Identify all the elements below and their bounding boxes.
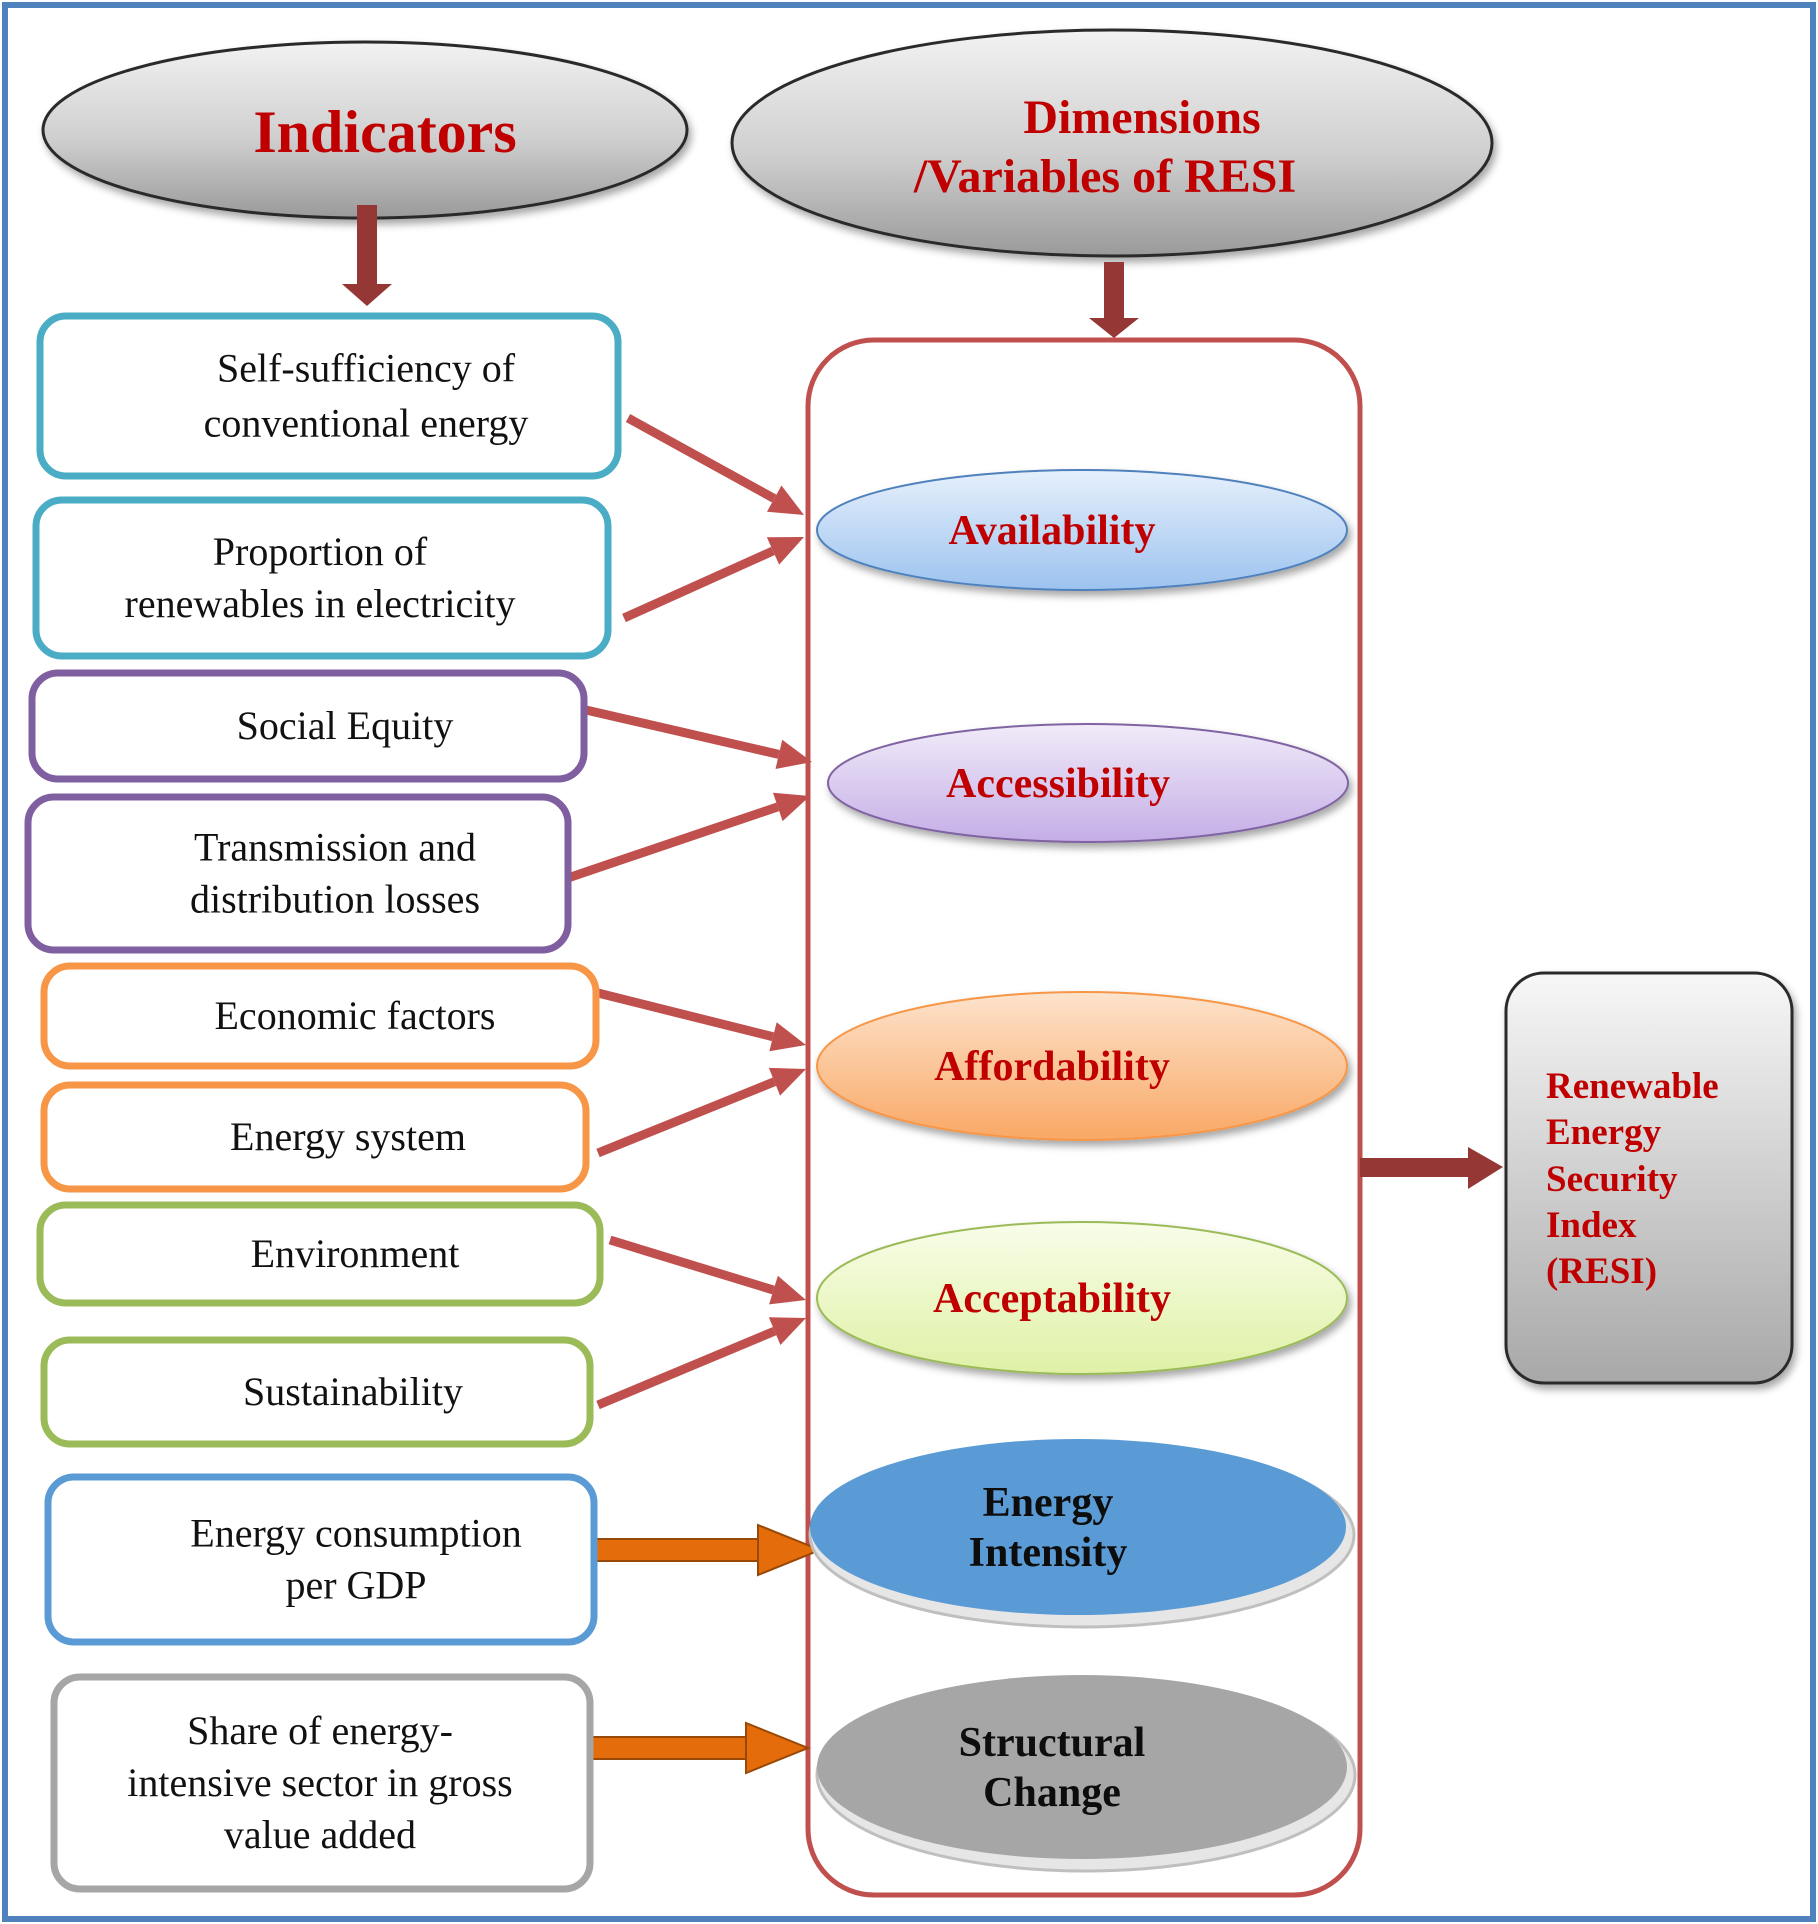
indicator-label: Share of energy- xyxy=(187,1708,453,1753)
indicator-box-frame xyxy=(44,1473,598,1646)
dimensions-container xyxy=(805,337,1363,1898)
dimension-oval: Affordability xyxy=(816,991,1348,1141)
indicator-label: Social Equity xyxy=(237,703,454,748)
dimension-label: Accessibility xyxy=(946,761,1170,807)
dimension-oval: Acceptability xyxy=(816,1221,1348,1375)
resi-line-4: Index xyxy=(1546,1205,1637,1246)
indicator-label: conventional energy xyxy=(204,401,529,446)
indicator-box: Transmission and distribution losses xyxy=(24,793,572,954)
indicators-header: Indicators xyxy=(41,40,689,220)
connector-arrow xyxy=(560,792,810,885)
indicator-label: Self-sufficiency of xyxy=(217,346,516,391)
indicator-label: Energy system xyxy=(230,1114,466,1159)
indicator-label: distribution losses xyxy=(190,877,480,922)
indicator-box: Energy system xyxy=(40,1081,590,1193)
dimension-label: Availability xyxy=(949,508,1156,554)
indicator-box: Self-sufficiency of conventional energy xyxy=(36,312,622,480)
indicator-box-frame xyxy=(36,312,622,480)
indicator-box: Sustainability xyxy=(40,1336,594,1448)
connector-arrow xyxy=(625,414,804,515)
indicator-box-frame xyxy=(36,1201,604,1307)
block-arrow xyxy=(587,1721,811,1775)
indicator-label: Energy consumption xyxy=(190,1511,521,1556)
connector-arrow xyxy=(596,1317,806,1410)
indicator-box-frame xyxy=(40,962,600,1070)
indicator-box: Share of energy-intensive sector in gros… xyxy=(50,1673,594,1893)
resi-line-2: Energy xyxy=(1546,1112,1662,1153)
dimension-label: Energy xyxy=(983,1480,1114,1526)
dimension-label: Intensity xyxy=(969,1530,1128,1576)
indicator-box-frame xyxy=(50,1673,594,1893)
indicator-box-frame xyxy=(32,496,612,660)
indicator-box-frame xyxy=(40,1081,590,1193)
dimension-label: Acceptability xyxy=(933,1276,1171,1322)
resi-line-3: Security xyxy=(1546,1159,1678,1200)
indicator-label: value added xyxy=(224,1812,416,1857)
indicator-box: Social Equity xyxy=(28,669,588,783)
indicators-title: Indicators xyxy=(253,99,516,165)
block-arrow xyxy=(595,1523,823,1577)
dimension-oval: Accessibility xyxy=(827,723,1349,843)
dimension-label: Affordability xyxy=(934,1044,1170,1090)
dimension-label: Structural xyxy=(959,1720,1146,1766)
indicator-box: Proportion of renewables in electricity xyxy=(32,496,612,660)
connector-arrow xyxy=(608,1235,806,1305)
indicator-label: per GDP xyxy=(285,1563,426,1608)
indicator-box: Environment xyxy=(36,1201,604,1307)
indicator-label: Proportion of xyxy=(213,529,428,574)
indicator-label: renewables in electricity xyxy=(125,581,516,626)
indicator-box: Energy consumption per GDP xyxy=(44,1473,598,1646)
connector-arrow xyxy=(596,988,806,1052)
dimensions-header: Dimensions /Variables of RESI xyxy=(730,28,1494,258)
resi-line-1: Renewable xyxy=(1546,1066,1719,1107)
output-arrow xyxy=(1360,1147,1503,1189)
dimension-oval: Availability xyxy=(816,469,1348,591)
resi-index-box: Renewable Energy Security Index (RESI) xyxy=(1504,971,1794,1385)
dimensions-title-line1: Dimensions xyxy=(1023,91,1260,144)
resi-line-5: (RESI) xyxy=(1546,1251,1657,1292)
header-down-arrow xyxy=(342,205,392,306)
connector-arrow xyxy=(584,705,812,769)
connector-arrow xyxy=(622,537,804,623)
indicator-label: intensive sector in gross xyxy=(127,1760,513,1805)
indicator-box: Economic factors xyxy=(40,962,600,1070)
indicator-label: Transmission and xyxy=(194,825,476,870)
indicator-box-frame xyxy=(40,1336,594,1448)
header-down-arrow xyxy=(1089,262,1139,338)
indicator-label: Economic factors xyxy=(215,993,496,1038)
indicator-label: Environment xyxy=(251,1231,460,1276)
connector-arrow xyxy=(596,1067,806,1158)
indicator-box-frame xyxy=(24,793,572,954)
dimensions-title-line2: /Variables of RESI xyxy=(913,150,1296,203)
indicator-label: Sustainability xyxy=(243,1369,463,1414)
indicator-box-frame xyxy=(28,669,588,783)
dimension-label: Change xyxy=(983,1770,1121,1816)
